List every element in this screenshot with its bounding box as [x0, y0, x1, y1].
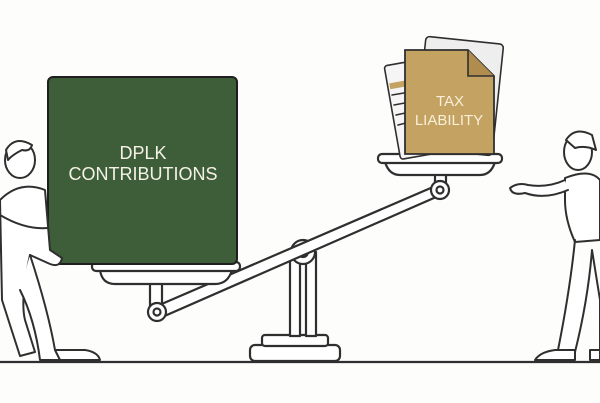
dplk-label-line2: CONTRIBUTIONS — [68, 164, 217, 184]
right-scale-pan — [376, 152, 504, 201]
tax-label-line1: TAX — [436, 93, 464, 110]
person-pushing-left — [0, 140, 101, 361]
person-gesturing-right — [509, 130, 600, 361]
tax-label-line2: LIABILITY — [415, 112, 483, 129]
tax-liability-document: TAX LIABILITY — [404, 49, 495, 155]
dplk-contributions-block: DPLK CONTRIBUTIONS — [47, 76, 238, 265]
dplk-label-line1: DPLK — [119, 143, 166, 163]
